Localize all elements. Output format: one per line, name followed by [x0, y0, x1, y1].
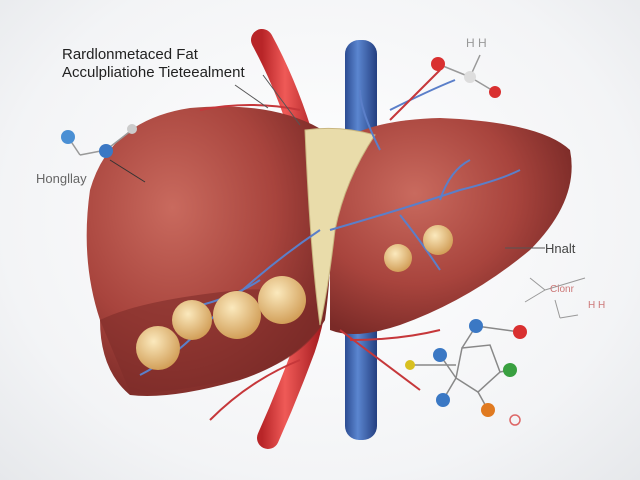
fat-deposits: [136, 225, 453, 370]
chem-h-right: H H: [588, 300, 606, 311]
title-line-1: Rardlonmetaced Fat: [62, 46, 198, 63]
chem-label: Cionr: [550, 284, 574, 295]
right-lobe: [330, 118, 572, 334]
chem-structure: [524, 277, 586, 319]
chem-h-top: H H: [466, 36, 487, 50]
molecule-top-right: [431, 54, 501, 98]
label-right: Hnalt: [545, 241, 576, 256]
title-line-2: Acculpliatiohe Tieteealment: [62, 64, 245, 81]
ligament: [304, 127, 376, 326]
molecule-bottom-right: [405, 319, 527, 426]
molecule-left: [61, 124, 137, 158]
label-left: Hongllay: [36, 171, 87, 186]
